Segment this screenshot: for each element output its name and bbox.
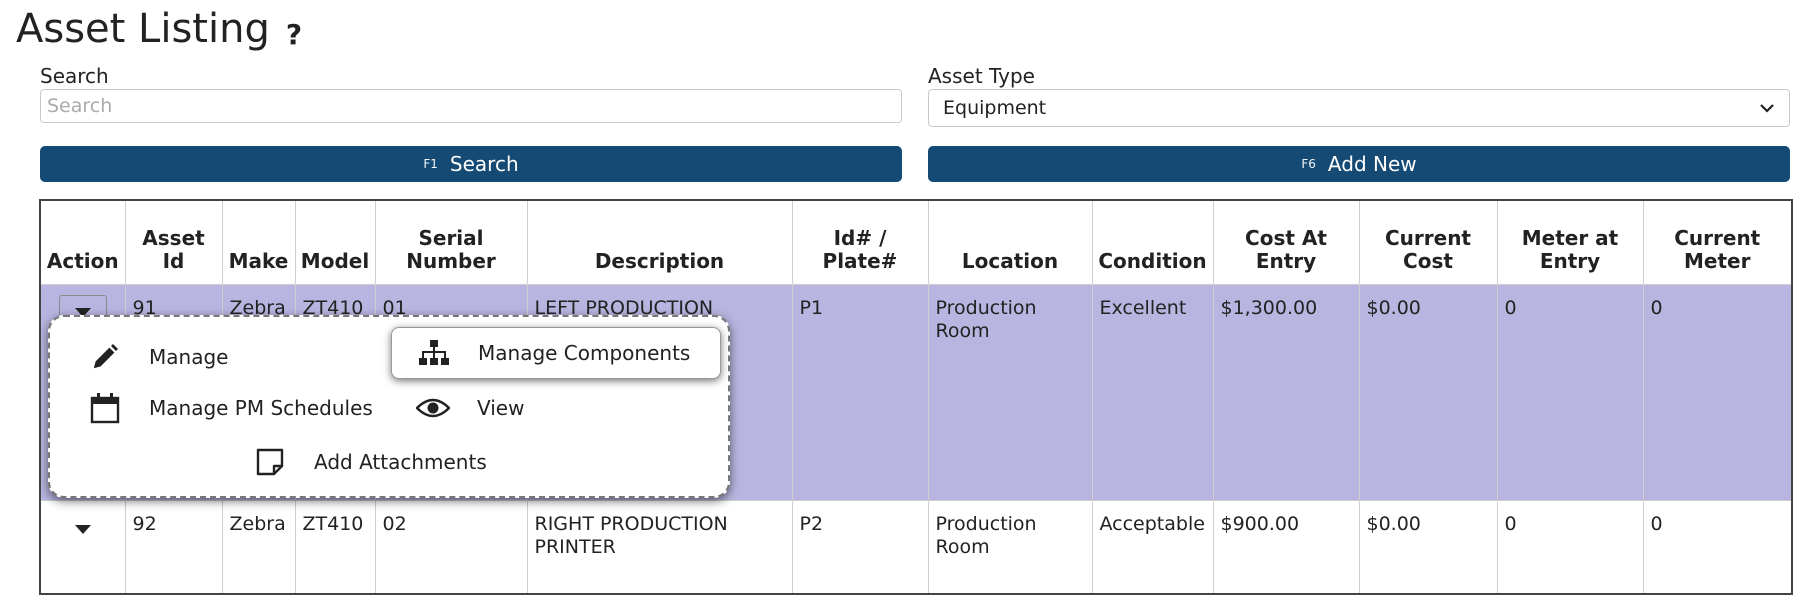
search-input[interactable] [40, 89, 902, 123]
column-header-action[interactable]: Action [39, 199, 126, 285]
note-icon [250, 448, 290, 476]
help-icon[interactable]: ? [285, 17, 303, 51]
cell-meter-current: 0 [1642, 284, 1793, 501]
eye-icon [413, 397, 453, 419]
calendar-icon [85, 392, 125, 424]
add-new-button[interactable]: F6 Add New [928, 146, 1790, 182]
column-header-cost-entry[interactable]: Cost At Entry [1212, 199, 1360, 285]
add-new-shortcut-key: F6 [1301, 157, 1316, 171]
cell-plate: P2 [791, 500, 929, 595]
asset-type-select[interactable]: Equipment [928, 89, 1790, 127]
column-header-cost-current[interactable]: Current Cost [1358, 199, 1498, 285]
search-shortcut-key: F1 [423, 157, 438, 171]
asset-type-selected: Equipment [943, 97, 1047, 119]
cell-condition: Excellent [1091, 284, 1214, 501]
caret-down-icon [74, 307, 91, 317]
column-header-serial[interactable]: Serial Number [374, 199, 528, 285]
page-title: Asset Listing ? [16, 6, 302, 52]
action-cell [39, 500, 126, 595]
cell-description: RIGHT PRODUCTION PRINTER [526, 500, 793, 595]
cell-cost-entry: $1,300.00 [1212, 284, 1360, 501]
cell-asset-id: 92 [124, 500, 223, 595]
cell-model: ZT410 [294, 500, 376, 595]
menu-item-manage-pm-schedules-label: Manage PM Schedules [149, 396, 373, 420]
column-header-condition[interactable]: Condition [1091, 199, 1214, 285]
column-header-location[interactable]: Location [927, 199, 1093, 285]
column-header-plate[interactable]: Id# / Plate# [791, 199, 929, 285]
cell-cost-entry: $900.00 [1212, 500, 1360, 595]
search-button-label: Search [449, 152, 519, 176]
menu-item-manage-components-label: Manage Components [478, 341, 691, 365]
chevron-down-icon [1759, 103, 1775, 113]
search-button[interactable]: F1 Search [40, 146, 902, 182]
page-title-text: Asset Listing [16, 6, 270, 52]
column-header-asset-id[interactable]: Asset Id [124, 199, 223, 285]
menu-item-view-label: View [477, 396, 525, 420]
cell-condition: Acceptable [1091, 500, 1214, 595]
column-header-meter-current[interactable]: Current Meter [1642, 199, 1793, 285]
cell-meter-entry: 0 [1496, 284, 1644, 501]
cell-meter-current: 0 [1642, 500, 1793, 595]
menu-item-manage-pm-schedules[interactable]: Manage PM Schedules [85, 388, 385, 428]
row-action-toggle[interactable] [60, 513, 106, 545]
action-menu-popup: Manage Manage Components Manage PM Sched… [48, 315, 730, 498]
column-header-model[interactable]: Model [294, 199, 376, 285]
sitemap-icon [414, 339, 454, 367]
cell-cost-current: $0.00 [1358, 500, 1498, 595]
cell-plate: P1 [791, 284, 929, 501]
cell-location: Production Room [927, 500, 1093, 595]
cell-meter-entry: 0 [1496, 500, 1644, 595]
cell-make: Zebra [221, 500, 296, 595]
column-header-description[interactable]: Description [526, 199, 793, 285]
menu-item-manage-components[interactable]: Manage Components [391, 327, 721, 379]
pencil-icon [85, 342, 125, 372]
add-new-button-label: Add New [1327, 152, 1417, 176]
caret-down-icon [74, 524, 91, 534]
column-header-make[interactable]: Make [221, 199, 296, 285]
menu-item-manage[interactable]: Manage [85, 337, 345, 377]
asset-type-label: Asset Type [928, 64, 1035, 88]
menu-item-add-attachments-label: Add Attachments [314, 450, 487, 474]
cell-serial: 02 [374, 500, 528, 595]
menu-item-add-attachments[interactable]: Add Attachments [250, 442, 510, 482]
menu-item-manage-label: Manage [149, 345, 229, 369]
search-label: Search [40, 64, 109, 88]
menu-item-view[interactable]: View [413, 388, 613, 428]
table-header-row: Action Asset Id Make Model Serial Number… [39, 199, 1793, 285]
table-row[interactable]: 92 Zebra ZT410 02 RIGHT PRODUCTION PRINT… [39, 500, 1793, 595]
cell-cost-current: $0.00 [1358, 284, 1498, 501]
column-header-meter-entry[interactable]: Meter at Entry [1496, 199, 1644, 285]
cell-location: Production Room [927, 284, 1093, 501]
